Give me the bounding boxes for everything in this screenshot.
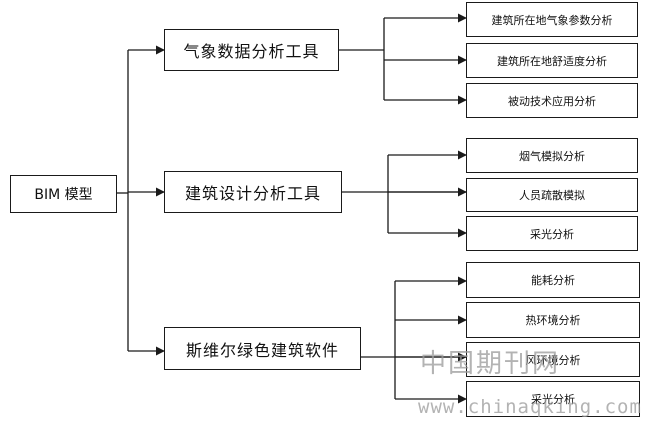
group-node-2: 建筑设计分析工具 [164, 171, 342, 213]
leaf-node-g3-4: 采光分析 [466, 381, 640, 417]
root-node: BIM 模型 [10, 175, 117, 213]
leaf-node-g1-1: 建筑所在地气象参数分析 [466, 2, 638, 37]
leaf-node-g2-2: 人员疏散模拟 [466, 178, 638, 212]
group-node-3: 斯维尔绿色建筑软件 [164, 327, 361, 370]
leaf-node-g1-2: 建筑所在地舒适度分析 [466, 43, 638, 78]
leaf-node-g3-2: 热环境分析 [466, 302, 640, 338]
leaf-node-g3-1: 能耗分析 [466, 262, 640, 298]
leaf-node-g2-3: 采光分析 [466, 216, 638, 251]
leaf-node-g3-3: 风环境分析 [466, 342, 640, 377]
group-node-1: 气象数据分析工具 [164, 29, 339, 71]
leaf-node-g2-1: 烟气模拟分析 [466, 138, 638, 173]
leaf-node-g1-3: 被动技术应用分析 [466, 83, 638, 118]
